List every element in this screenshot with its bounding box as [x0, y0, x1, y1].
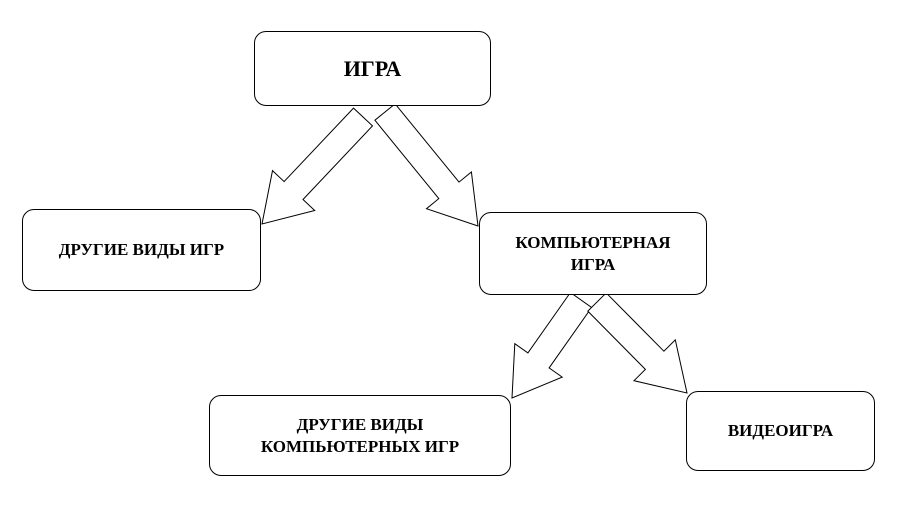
arrow-computer-game-to-video-game [587, 292, 688, 394]
node-other-computer-games-label: ДРУГИЕ ВИДЫ КОМПЬЮТЕРНЫХ ИГР [260, 415, 460, 456]
node-video-game: ВИДЕОИГРА [686, 391, 875, 471]
node-video-game-label: ВИДЕОИГРА [727, 421, 834, 441]
arrow-game-to-other-games [261, 107, 374, 225]
node-game: ИГРА [254, 31, 491, 106]
node-computer-game-label: КОМПЬЮТЕРНАЯ ИГРА [515, 233, 671, 274]
arrow-game-to-computer-game [374, 103, 479, 227]
node-game-label: ИГРА [343, 55, 402, 81]
node-other-computer-games: ДРУГИЕ ВИДЫ КОМПЬЮТЕРНЫХ ИГР [209, 395, 511, 476]
node-other-games-label: ДРУГИЕ ВИДЫ ИГР [58, 240, 225, 260]
node-other-games: ДРУГИЕ ВИДЫ ИГР [22, 209, 261, 291]
arrow-computer-game-to-other-computer-games [511, 291, 593, 399]
node-computer-game: КОМПЬЮТЕРНАЯ ИГРА [479, 212, 707, 295]
